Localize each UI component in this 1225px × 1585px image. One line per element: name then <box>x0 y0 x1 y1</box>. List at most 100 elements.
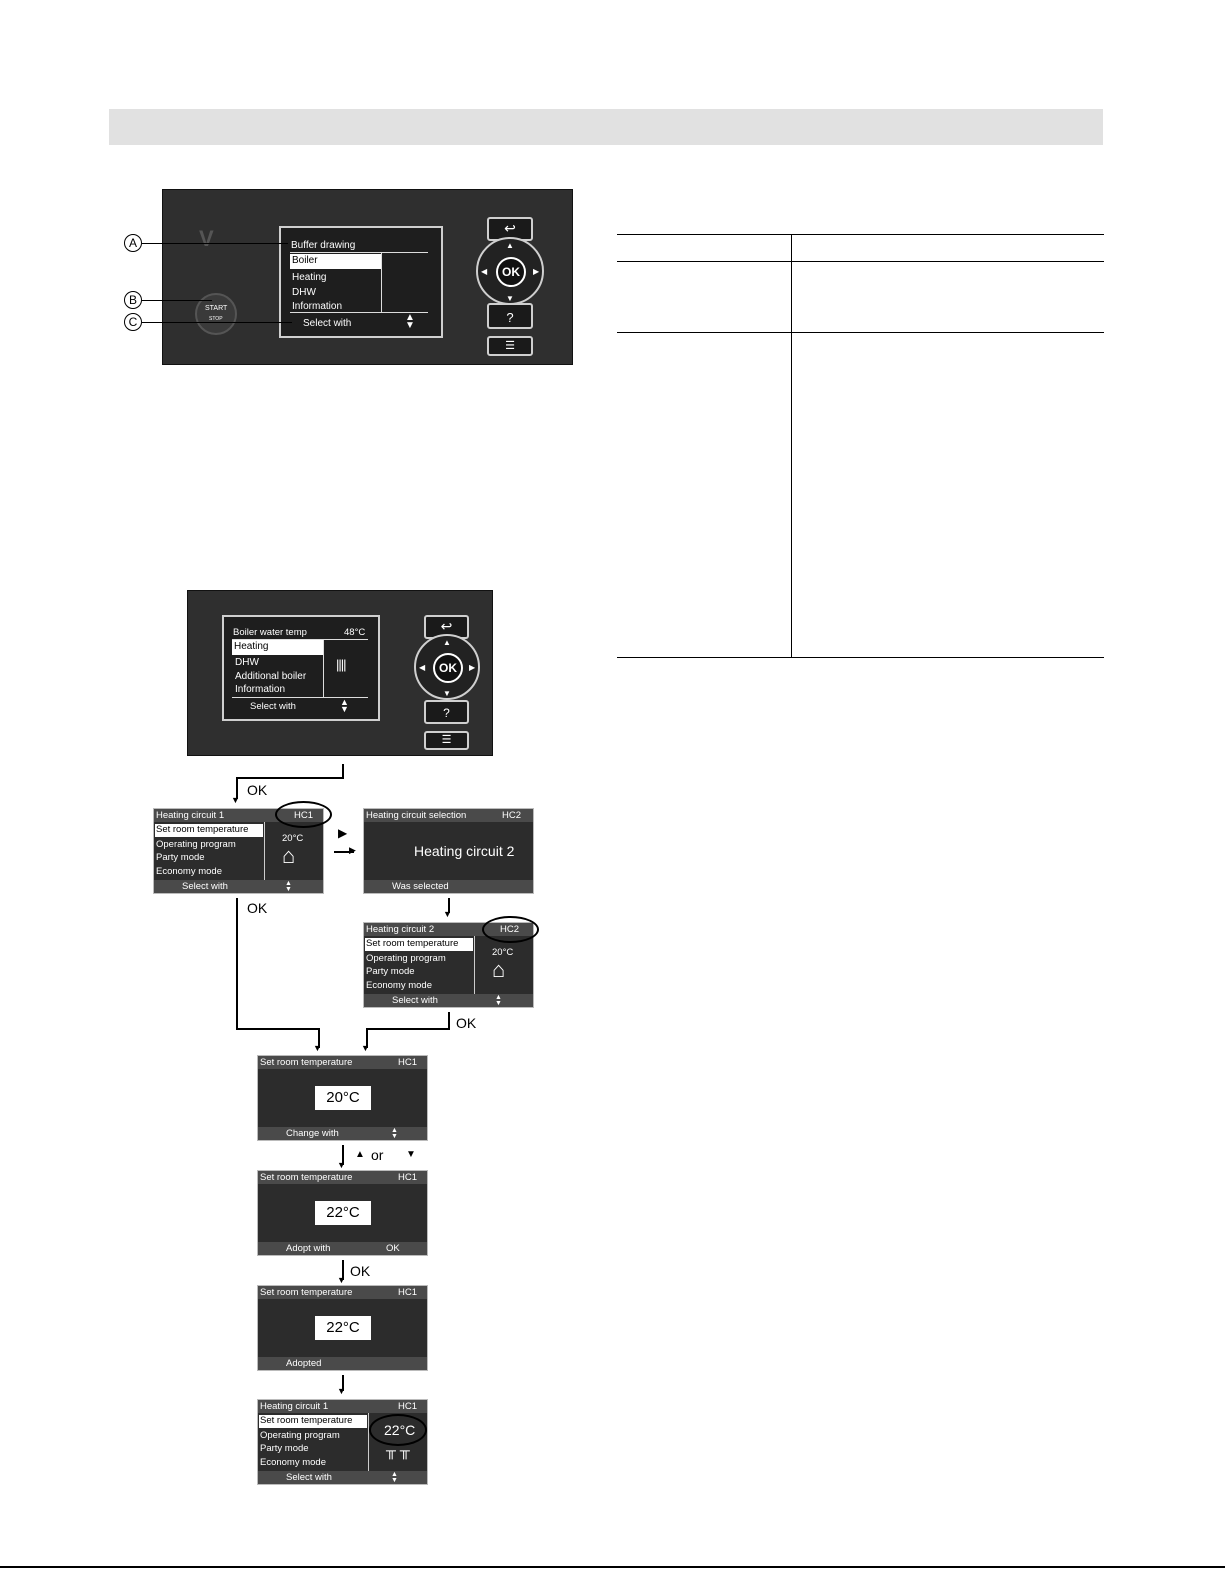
hc1-title: Heating circuit 1 <box>260 1401 329 1412</box>
callout-c: C <box>124 313 142 331</box>
menu-item-information[interactable]: Information <box>292 301 343 312</box>
down-arrowhead-icon: ▼ <box>337 1386 346 1396</box>
set-temp-screen-3: Set room temperature HC1 22°C Adopted <box>257 1285 428 1371</box>
menu-item-party-mode[interactable]: Party mode <box>156 852 205 863</box>
nav-ring[interactable]: ▲ ▼ ◀ ▶ OK <box>414 634 480 700</box>
down-arrow-icon[interactable]: ▼ <box>443 689 451 698</box>
callout-b-line <box>142 300 212 301</box>
left-arrow-icon[interactable]: ◀ <box>481 267 488 276</box>
temperature-value[interactable]: 22°C <box>315 1201 371 1225</box>
menu-item-economy-mode[interactable]: Economy mode <box>260 1457 327 1468</box>
flow-line <box>366 1028 368 1048</box>
hc-selection-title: Heating circuit selection <box>366 810 467 821</box>
table-bottom-rule <box>617 657 1104 658</box>
callout-c-line <box>142 322 292 323</box>
temperature-value[interactable]: 20°C <box>315 1086 371 1110</box>
table-column-divider <box>791 234 792 658</box>
menu-item-heating[interactable]: Heating <box>232 640 323 655</box>
down-arrow-icon[interactable]: ▼ <box>506 294 514 303</box>
down-arrowhead-icon: ▼ <box>443 909 452 919</box>
footer-bar <box>154 880 323 893</box>
left-arrow-icon[interactable]: ◀ <box>419 663 426 672</box>
menu-item-information[interactable]: Information <box>235 684 286 695</box>
ok-button[interactable]: OK <box>496 257 526 287</box>
adopt-with-label: Adopt with <box>286 1243 331 1254</box>
right-arrow-icon[interactable]: ▶ <box>533 267 540 276</box>
radiator-icon: ╥╥ <box>386 1442 414 1458</box>
temperature-value: 22°C <box>315 1316 371 1340</box>
start-label: START <box>205 305 228 312</box>
adopted-label: Adopted <box>286 1358 322 1369</box>
footer-bar <box>258 1242 427 1255</box>
help-button[interactable]: ? <box>487 303 533 329</box>
menu-item-heating[interactable]: Heating <box>292 272 327 283</box>
callout-a: A <box>124 234 142 252</box>
callout-a-line <box>142 243 288 244</box>
flow-line <box>236 1028 320 1030</box>
start-stop-button[interactable]: START STOP <box>195 293 237 335</box>
flow-line <box>342 764 344 778</box>
menu-item-party-mode[interactable]: Party mode <box>260 1443 309 1454</box>
help-button[interactable]: ? <box>424 700 469 724</box>
divider <box>474 936 475 994</box>
flow-ok-label: OK <box>350 1263 371 1279</box>
table-header-rule <box>617 261 1104 262</box>
updown-icon: ▲▼ <box>340 697 349 714</box>
boiler-water-value: 48°C <box>344 627 366 638</box>
or-label: or <box>371 1147 384 1163</box>
menu-item-operating-program[interactable]: Operating program <box>156 839 236 850</box>
hc2-menu-screen: Heating circuit 2 HC2 Set room temperatu… <box>363 922 534 1008</box>
menu-item-operating-program[interactable]: Operating program <box>366 953 446 964</box>
ok-button[interactable]: OK <box>433 653 463 683</box>
menu-item-set-room-temperature[interactable]: Set room temperature <box>259 1415 367 1428</box>
menu-item-dhw[interactable]: DHW <box>235 657 259 668</box>
menu-item-operating-program[interactable]: Operating program <box>260 1430 340 1441</box>
menu-item-boiler[interactable]: Boiler <box>290 254 381 269</box>
flow-line <box>236 777 238 799</box>
menu-item-economy-mode[interactable]: Economy mode <box>366 980 433 991</box>
footer-bar <box>258 1471 427 1484</box>
hc-selection-screen: Heating circuit selection HC2 Heating ci… <box>363 808 534 894</box>
flow-ok-label: OK <box>247 782 268 798</box>
menu-item-additional-boiler[interactable]: Additional boiler <box>235 671 307 682</box>
flow-line <box>342 1260 344 1280</box>
flow-line <box>334 851 354 853</box>
page-bottom-rule <box>0 1566 1225 1568</box>
menu-item-economy-mode[interactable]: Economy mode <box>156 866 223 877</box>
menu-item-set-room-temperature[interactable]: Set room temperature <box>365 938 473 951</box>
nav-ring[interactable]: ▲ ▼ ◀ ▶ OK <box>476 237 544 305</box>
callout-b: B <box>124 291 142 309</box>
down-arrowhead-icon: ▼ <box>361 1043 370 1053</box>
menu-button[interactable]: ☰ <box>424 731 469 750</box>
title-bar <box>364 809 533 822</box>
control-panel-top: V START STOP Buffer drawing Boiler Heati… <box>162 189 573 365</box>
flow-line <box>318 1028 320 1048</box>
menu-item-dhw[interactable]: DHW <box>292 287 316 298</box>
footer-bar <box>258 1127 427 1140</box>
flow-line <box>366 1028 450 1030</box>
footer-bar <box>258 1357 427 1370</box>
title-bar <box>258 1400 427 1413</box>
house-icon: ⌂ <box>492 957 506 982</box>
right-arrow-icon[interactable]: ▶ <box>469 663 476 672</box>
down-arrowhead-icon: ▼ <box>337 1275 346 1285</box>
divider <box>368 1413 369 1471</box>
set-temp-badge: HC1 <box>398 1172 418 1183</box>
room-temp-value: 20°C <box>492 947 514 958</box>
right-arrowhead-icon: ▶ <box>349 845 356 855</box>
flow-line <box>342 1375 344 1391</box>
flow-line <box>448 898 450 913</box>
brand-logo: V <box>199 226 214 251</box>
hc-selection-badge: HC2 <box>502 810 522 821</box>
select-with-label: Select with <box>303 318 352 329</box>
title-bar <box>258 1286 427 1299</box>
menu-item-party-mode[interactable]: Party mode <box>366 966 415 977</box>
menu-item-set-room-temperature[interactable]: Set room temperature <box>155 824 263 837</box>
set-temp-badge: HC1 <box>398 1287 418 1298</box>
up-arrow-icon[interactable]: ▲ <box>443 638 451 647</box>
up-arrow-icon[interactable]: ▲ <box>506 241 514 250</box>
change-with-label: Change with <box>286 1128 339 1139</box>
menu-title: Buffer drawing <box>291 240 356 251</box>
divider <box>381 253 382 312</box>
menu-button[interactable]: ☰ <box>487 336 533 356</box>
